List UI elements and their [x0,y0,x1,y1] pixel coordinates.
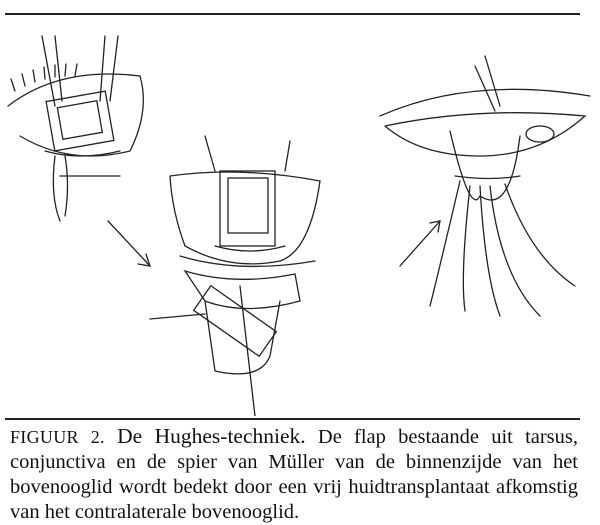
bottom-rule [5,418,580,420]
figure-title: De Hughes-techniek. [117,424,306,448]
figure-label: FIGUUR 2. [10,427,105,447]
figure-caption: FIGUUR 2. De Hughes-techniek. De flap be… [10,424,578,525]
hughes-technique-illustration [7,35,591,416]
top-rule [5,13,580,15]
arrow-left [107,220,151,267]
caption-text: De flap bestaande uit tarsus, conjunctiv… [10,426,579,523]
left-eye-drawing [7,35,144,222]
right-eye-drawing [379,55,591,317]
arrow-right [399,220,441,267]
middle-eye-drawing [149,135,321,416]
